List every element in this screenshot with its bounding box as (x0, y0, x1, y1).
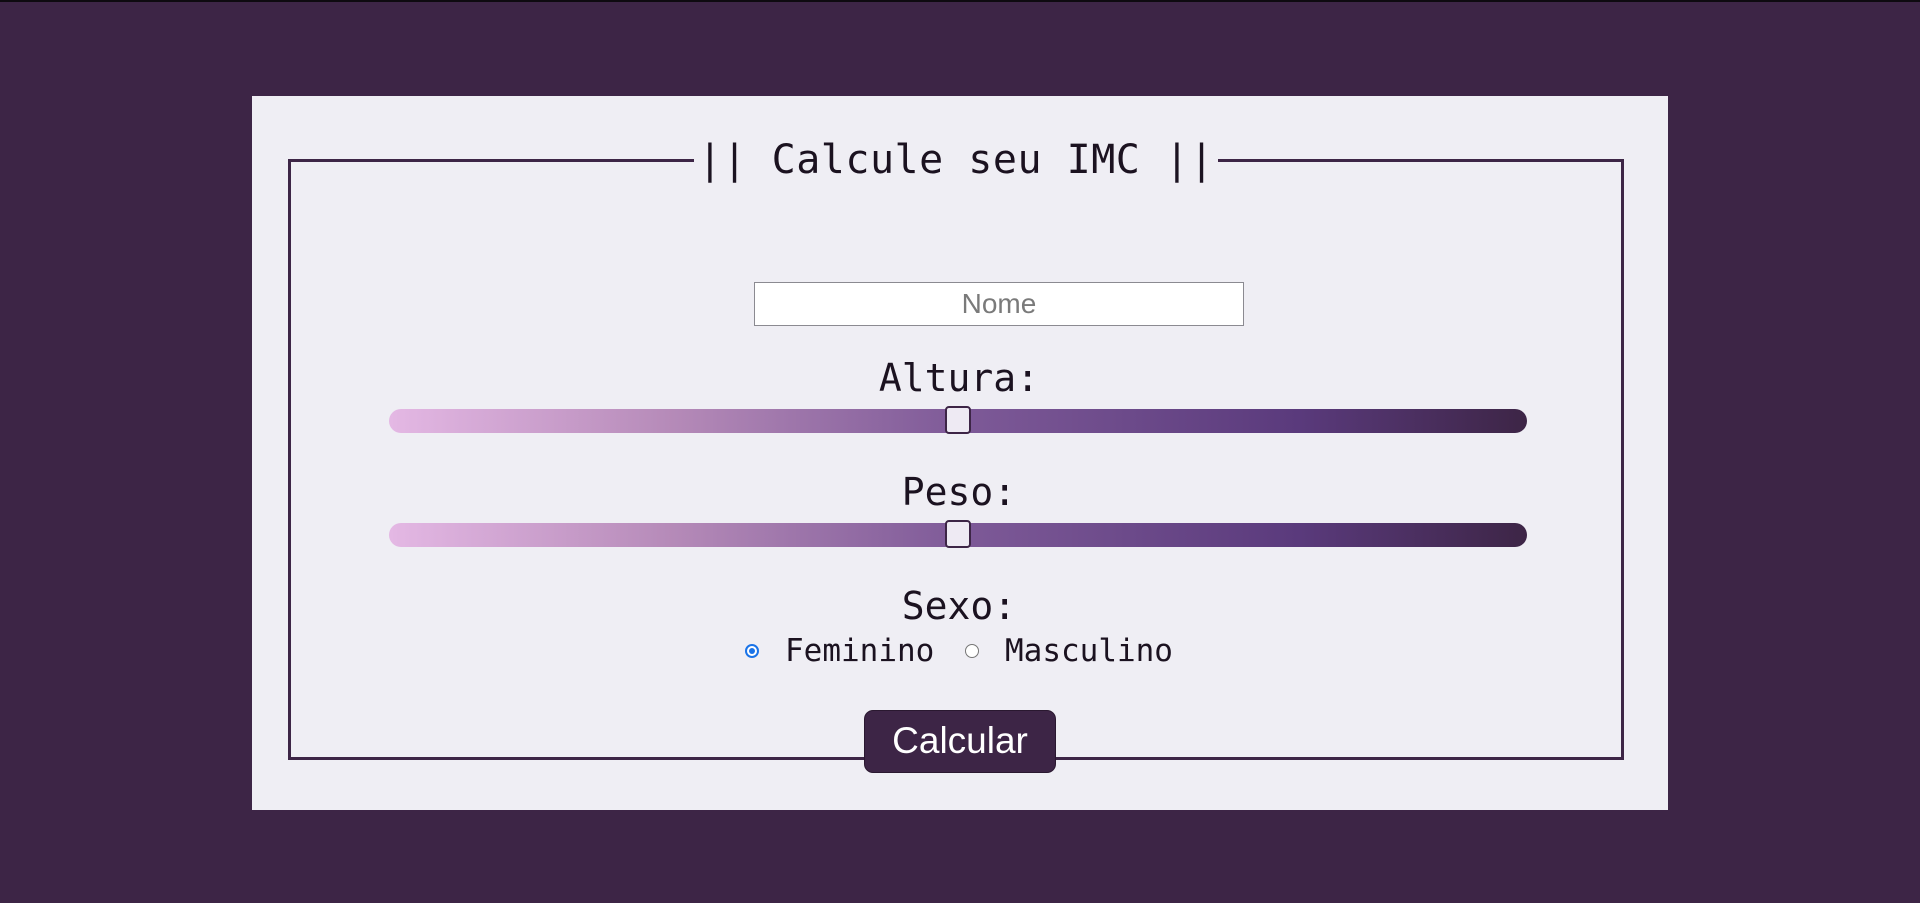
sexo-radio-group: Feminino Masculino (291, 630, 1627, 669)
peso-slider[interactable] (389, 520, 1527, 548)
imc-fieldset: || Calcule seu IMC || Altura: Peso: Sexo… (288, 137, 1627, 773)
altura-slider[interactable] (389, 406, 1527, 434)
name-input[interactable] (754, 282, 1244, 326)
altura-label: Altura: (878, 356, 1040, 400)
top-edge-line (0, 0, 1920, 2)
radio-feminino[interactable] (745, 644, 760, 658)
sexo-label: Sexo: (901, 584, 1017, 628)
calcular-button[interactable]: Calcular (864, 710, 1056, 773)
altura-slider-thumb[interactable] (945, 406, 971, 434)
radio-feminino-label[interactable]: Feminino (785, 633, 935, 669)
peso-label: Peso: (901, 470, 1017, 514)
radio-masculino[interactable] (965, 644, 979, 658)
radio-option-feminino[interactable]: Feminino (745, 633, 934, 669)
form-title: || Calcule seu IMC || (697, 137, 1215, 183)
imc-card: || Calcule seu IMC || Altura: Peso: Sexo… (252, 96, 1668, 810)
radio-option-masculino[interactable]: Masculino (965, 633, 1173, 669)
peso-slider-thumb[interactable] (945, 520, 971, 548)
radio-masculino-label[interactable]: Masculino (1005, 633, 1173, 669)
